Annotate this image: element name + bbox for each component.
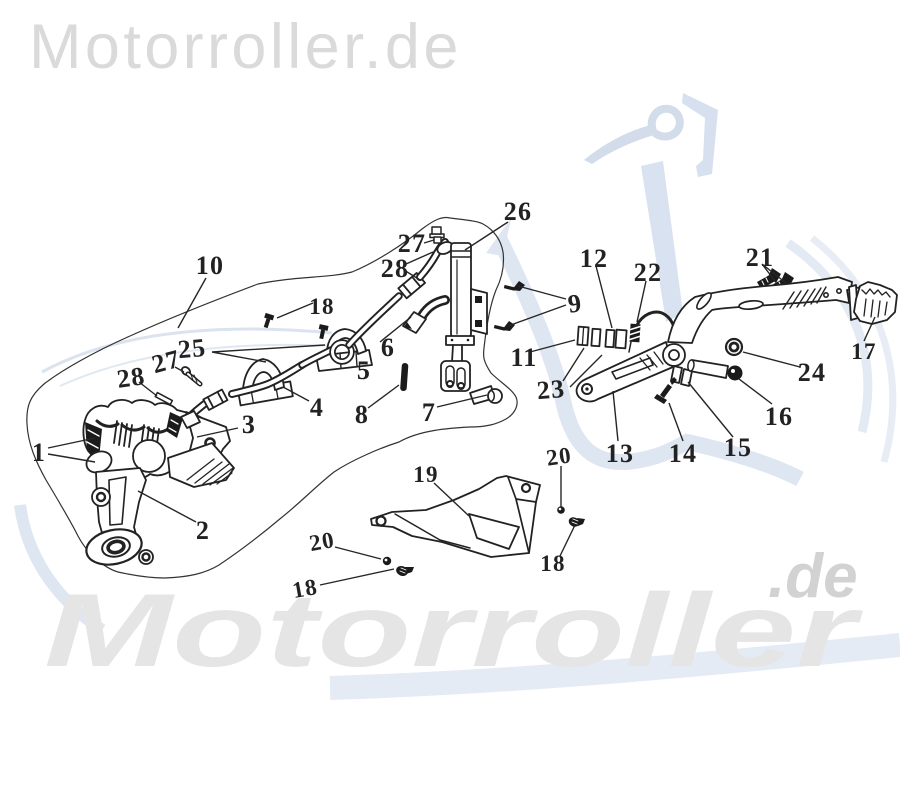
svg-text:6: 6 (381, 333, 395, 362)
svg-text:10: 10 (196, 251, 224, 280)
svg-text:20: 20 (307, 527, 336, 556)
svg-text:27: 27 (398, 229, 426, 258)
svg-text:3: 3 (242, 410, 256, 439)
svg-text:13: 13 (606, 439, 634, 468)
svg-text:5: 5 (357, 356, 371, 385)
svg-text:28: 28 (381, 254, 409, 283)
svg-text:22: 22 (634, 258, 662, 287)
svg-text:Motorroller: Motorroller (44, 573, 864, 689)
svg-text:28: 28 (115, 361, 147, 394)
svg-text:2: 2 (196, 516, 210, 545)
svg-text:25: 25 (177, 333, 208, 364)
svg-text:18: 18 (290, 574, 319, 603)
svg-text:17: 17 (851, 339, 876, 364)
svg-text:18: 18 (309, 294, 334, 319)
svg-text:12: 12 (580, 244, 608, 273)
svg-text:21: 21 (746, 243, 774, 272)
svg-text:15: 15 (724, 433, 752, 462)
svg-text:4: 4 (310, 393, 324, 422)
svg-text:19: 19 (413, 462, 438, 487)
svg-text:1: 1 (32, 438, 46, 467)
svg-text:9: 9 (566, 288, 584, 319)
svg-text:23: 23 (536, 374, 567, 405)
svg-text:24: 24 (798, 358, 826, 387)
svg-text:11: 11 (511, 343, 538, 372)
svg-text:20: 20 (545, 442, 574, 470)
svg-text:16: 16 (765, 402, 793, 431)
svg-text:18: 18 (540, 551, 565, 576)
svg-text:14: 14 (669, 439, 697, 468)
svg-text:8: 8 (355, 400, 369, 429)
svg-text:Motorroller.de: Motorroller.de (29, 12, 462, 82)
svg-text:26: 26 (504, 197, 532, 226)
svg-text:.de: .de (768, 542, 858, 611)
svg-text:7: 7 (422, 398, 436, 427)
